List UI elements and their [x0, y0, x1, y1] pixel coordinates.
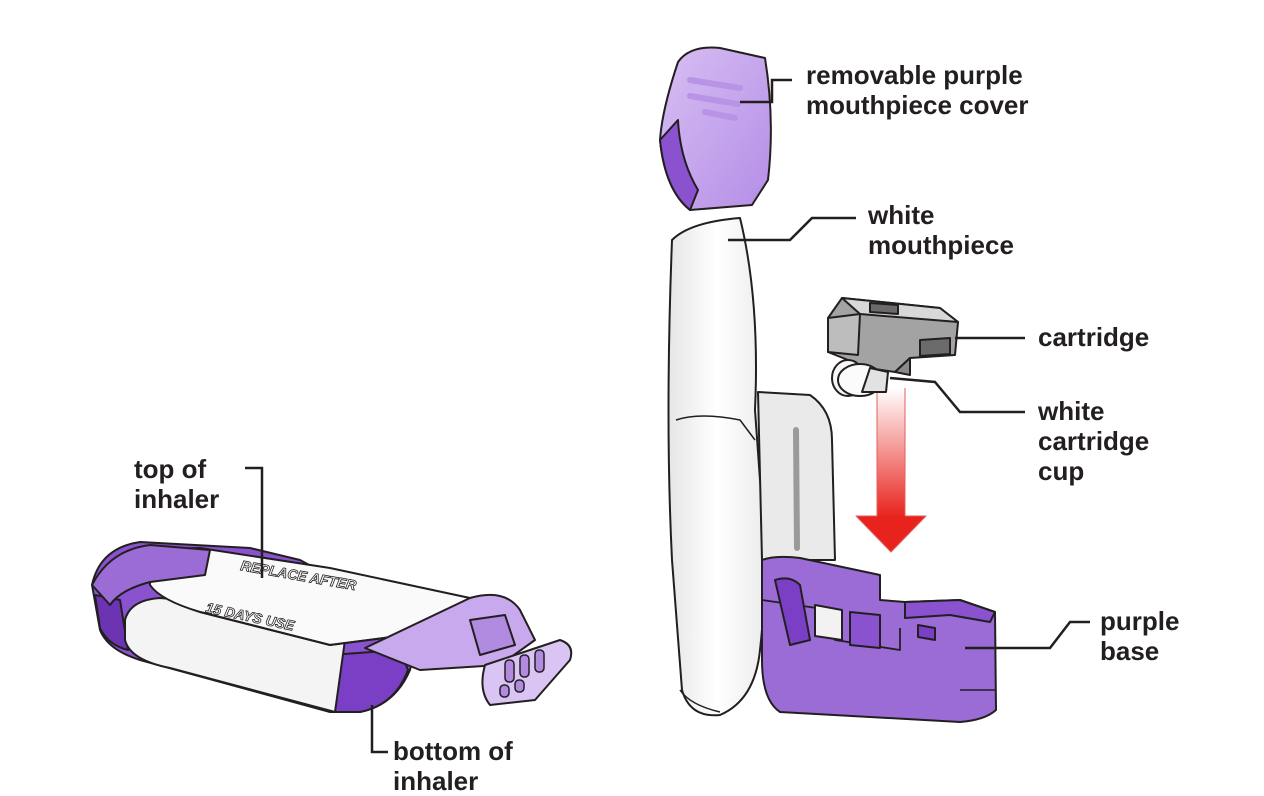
tab-slots: [499, 649, 545, 698]
leader-removable-cover: [740, 78, 792, 104]
purple-base-part: [761, 555, 997, 723]
label-white-mouthpiece: white mouthpiece: [868, 200, 1014, 260]
inhaler-bottom-shade: [94, 594, 129, 651]
mouthpiece-cover-part: [659, 46, 772, 211]
leader-lines: [245, 78, 1090, 754]
leader-top-of-inhaler: [245, 466, 264, 578]
label-cartridge: cartridge: [1038, 322, 1150, 352]
cartridge-part: [827, 297, 959, 376]
label-cartridge-cup: white cartridge cup: [1038, 396, 1150, 486]
leader-purple-base: [965, 620, 1090, 650]
white-mouthpiece-part: [667, 217, 766, 717]
label-removable-cover: removable purple mouthpiece cover: [806, 60, 1029, 120]
label-bottom-of-inhaler: bottom of inhaler: [393, 736, 513, 796]
leader-cartridge-cup: [889, 376, 1025, 414]
inhaler-cover-inner: [469, 614, 516, 656]
assembled-inhaler: [91, 541, 573, 713]
cartridge-cup-part: [831, 359, 889, 397]
exploded-inhaler: [659, 46, 997, 723]
insert-arrow: [856, 388, 926, 552]
label-top-of-inhaler: top of inhaler: [134, 454, 220, 514]
leader-white-mouthpiece: [728, 216, 856, 242]
label-purple-base: purple base: [1100, 606, 1180, 666]
leader-bottom-of-inhaler: [370, 705, 388, 754]
inhaler-left-cap: [91, 544, 211, 606]
inhaler-bottom-right: [329, 649, 409, 713]
